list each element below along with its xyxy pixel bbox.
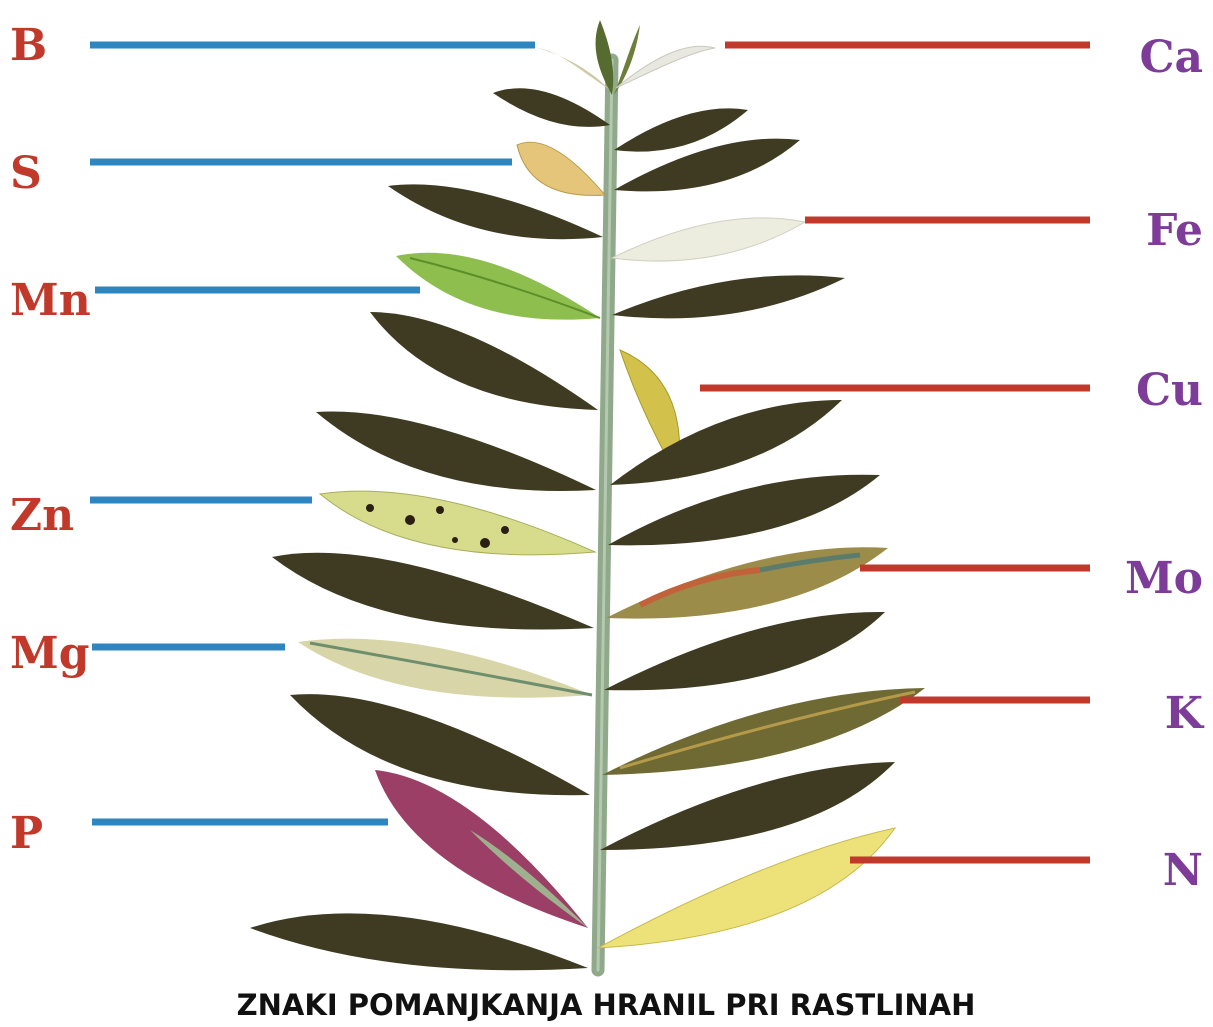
leaf-healthy (250, 913, 588, 970)
element-label-k: K (1165, 688, 1205, 739)
leaf-healthy (272, 553, 594, 630)
leaf-s-deficiency (517, 142, 605, 195)
right-leaves (598, 108, 925, 948)
leaf-zn-deficiency (320, 491, 595, 555)
element-label-n: N (1163, 845, 1203, 896)
right-label-group: CaFeCuMoK N (700, 32, 1205, 896)
leaf-healthy (316, 411, 596, 491)
leaf-healthy (612, 275, 845, 318)
element-label-s: S (10, 148, 42, 199)
leaf-healthy (600, 762, 895, 850)
left-leaves (250, 88, 610, 970)
element-label-b: B (10, 20, 47, 71)
element-label-cu: Cu (1136, 365, 1203, 416)
element-label-ca: Ca (1139, 32, 1203, 83)
leaf-fe-deficiency (612, 218, 805, 261)
element-label-mn: Mn (10, 275, 91, 326)
plant-bud (538, 20, 715, 95)
leaf-healthy (608, 475, 880, 546)
element-label-p: P (10, 808, 43, 859)
diagram-title: ZNAKI POMANJKANJA HRANIL PRI RASTLINAH (237, 988, 976, 1022)
plant-stem (598, 60, 612, 970)
element-label-fe: Fe (1146, 205, 1203, 256)
element-label-zn: Zn (10, 490, 74, 541)
element-label-mg: Mg (10, 628, 89, 679)
leaf-healthy (604, 612, 885, 690)
leaf-healthy (493, 88, 610, 127)
element-label-mo: Mo (1125, 553, 1203, 604)
leaf-healthy (290, 694, 590, 795)
leaf-healthy (370, 312, 598, 410)
